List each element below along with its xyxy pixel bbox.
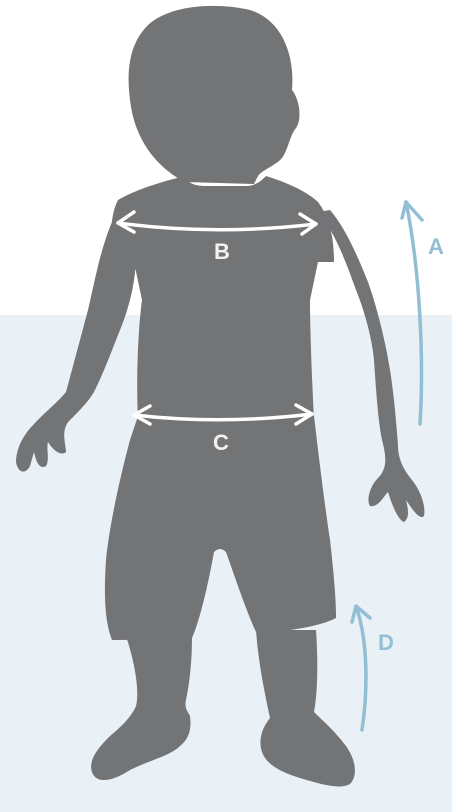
measurement-arrow-d xyxy=(352,606,370,730)
arrow-a-line xyxy=(406,202,421,424)
right-leg-shape xyxy=(256,630,355,786)
arrow-d-line xyxy=(356,606,366,730)
left-leg-shape xyxy=(91,636,192,780)
label-b: B xyxy=(214,241,230,263)
arrow-a-head xyxy=(402,202,422,220)
label-d: D xyxy=(378,632,394,654)
left-arm-shape xyxy=(16,222,136,472)
label-c: C xyxy=(213,432,229,454)
measurement-arrow-a xyxy=(402,202,422,424)
right-arm-shape xyxy=(318,210,424,522)
child-silhouette xyxy=(16,6,424,787)
head-shape xyxy=(129,6,300,184)
label-a: A xyxy=(428,236,444,258)
